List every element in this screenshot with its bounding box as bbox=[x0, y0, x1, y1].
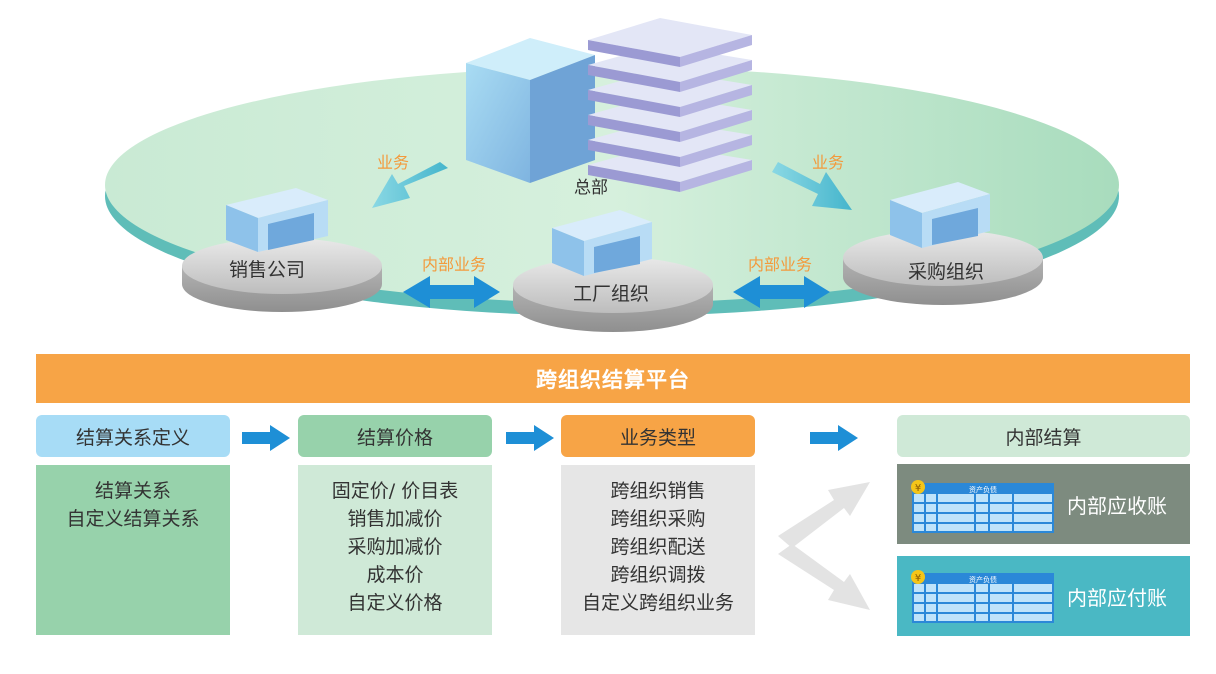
list-item: 自定义价格 bbox=[347, 592, 443, 614]
business-label-left: 业务 bbox=[377, 153, 409, 172]
header-settlement-relation: 结算关系定义 bbox=[36, 415, 230, 457]
payable-ledger: ¥ 资产负债 内部应付账 bbox=[897, 556, 1190, 636]
list-item: 结算关系 bbox=[94, 480, 171, 502]
split-arrows bbox=[778, 482, 870, 610]
list-item: 自定义结算关系 bbox=[66, 508, 200, 530]
factory-disc bbox=[513, 210, 713, 332]
header-settlement-price: 结算价格 bbox=[298, 415, 492, 457]
settlement-price-list: 固定价/ 价目表 销售加减价 采购加减价 成本价 自定义价格 bbox=[298, 465, 492, 635]
header-business-type: 业务类型 bbox=[561, 415, 755, 457]
hq-glass-building bbox=[466, 38, 595, 183]
list-item: 跨组织采购 bbox=[610, 508, 706, 530]
header-internal-settlement: 内部结算 bbox=[897, 415, 1190, 457]
payable-ledger-label: 内部应付账 bbox=[1067, 585, 1167, 610]
sales-label: 销售公司 bbox=[229, 259, 305, 281]
internal-business-label-right: 内部业务 bbox=[748, 255, 812, 274]
split-arrow-up bbox=[778, 482, 870, 548]
business-label-right: 业务 bbox=[812, 153, 844, 172]
receivable-ledger-label: 内部应收账 bbox=[1067, 493, 1167, 518]
ledger-table-icon: ¥ 资产负债 bbox=[911, 570, 1054, 623]
org-illustration: 总部 销售公司 工厂组织 采购组织 业务 业务 内部业务 内部业务 bbox=[105, 18, 1119, 332]
factory-label: 工厂组织 bbox=[573, 283, 649, 305]
svg-text:¥: ¥ bbox=[915, 573, 921, 584]
list-item: 固定价/ 价目表 bbox=[331, 480, 459, 502]
yen-coin-icon bbox=[911, 570, 925, 584]
settlement-platform-banner: 跨组织结算平台 bbox=[36, 354, 1190, 403]
receivable-ledger: ¥ 资产负债 内部应收账 bbox=[897, 464, 1190, 544]
sales-disc bbox=[182, 188, 382, 312]
svg-text:¥: ¥ bbox=[915, 483, 921, 494]
flow-arrow-3 bbox=[810, 425, 858, 451]
purchase-disc bbox=[843, 182, 1043, 305]
list-item: 跨组织调拨 bbox=[610, 564, 706, 586]
internal-arrow-left bbox=[403, 276, 500, 308]
flow-arrow-1 bbox=[242, 425, 290, 451]
flow-arrow-2 bbox=[506, 425, 554, 451]
business-arrow-right bbox=[772, 162, 852, 210]
list-item: 自定义跨组织业务 bbox=[581, 592, 734, 614]
internal-business-label-left: 内部业务 bbox=[422, 255, 486, 274]
list-item: 采购加减价 bbox=[347, 536, 443, 558]
hq-label: 总部 bbox=[574, 178, 608, 198]
internal-arrow-right bbox=[733, 276, 830, 308]
yen-coin-icon bbox=[911, 480, 925, 494]
svg-text:资产负债: 资产负债 bbox=[969, 485, 997, 494]
purchase-label: 采购组织 bbox=[908, 261, 984, 283]
list-item: 成本价 bbox=[366, 564, 424, 586]
list-item: 跨组织销售 bbox=[610, 480, 706, 502]
list-item: 销售加减价 bbox=[347, 508, 443, 530]
settlement-relation-list: 结算关系 自定义结算关系 bbox=[36, 465, 230, 635]
split-arrow-down bbox=[778, 544, 870, 610]
business-arrow-left bbox=[372, 162, 448, 208]
svg-text:资产负债: 资产负债 bbox=[969, 575, 997, 584]
hq-stacked-building bbox=[588, 18, 752, 192]
business-type-list: 跨组织销售 跨组织采购 跨组织配送 跨组织调拨 自定义跨组织业务 bbox=[561, 465, 755, 635]
ledger-table-icon: ¥ 资产负债 bbox=[911, 480, 1054, 533]
list-item: 跨组织配送 bbox=[610, 536, 706, 558]
